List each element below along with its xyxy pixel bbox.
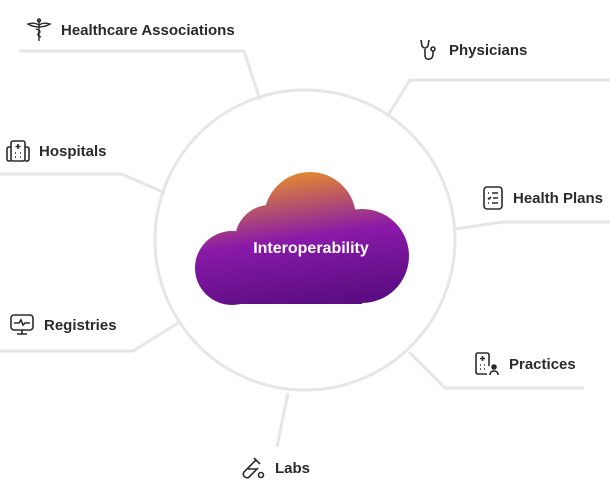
caduceus-icon [26,18,52,41]
connector-practices [407,350,584,390]
connector-registries [0,321,179,353]
node-labs[interactable]: Labs [240,456,310,480]
node-hospitals[interactable]: Hospitals [6,139,107,163]
orbit-ring [153,88,457,392]
node-label: Registries [44,316,117,334]
node-label: Labs [275,459,311,477]
center-label: Interoperability [253,240,369,257]
node-health-plans[interactable]: Health Plans [482,186,603,210]
monitor-pulse-icon [10,314,34,335]
node-healthcare-associations[interactable]: Healthcare Associations [26,18,235,42]
connector-healthcare-associations [19,49,262,101]
cloud-shape [195,172,409,305]
clinic-document-icon [475,352,499,376]
checklist-icon [483,186,503,210]
connector-health-plans [454,220,610,231]
node-physicians[interactable]: Physicians [418,38,527,62]
node-practices[interactable]: Practices [474,352,576,376]
connector-labs [275,392,290,448]
hospital-icon [6,140,30,162]
test-tube-icon [242,457,265,479]
node-label: Practices [509,355,576,373]
connector-physicians [385,78,610,118]
stethoscope-icon [420,39,436,60]
connector-hospitals [0,172,166,195]
node-label: Physicians [449,41,528,59]
node-label: Hospitals [39,142,107,160]
node-label: Healthcare Associations [61,21,235,39]
node-label: Health Plans [513,189,604,207]
node-registries[interactable]: Registries [9,313,117,337]
